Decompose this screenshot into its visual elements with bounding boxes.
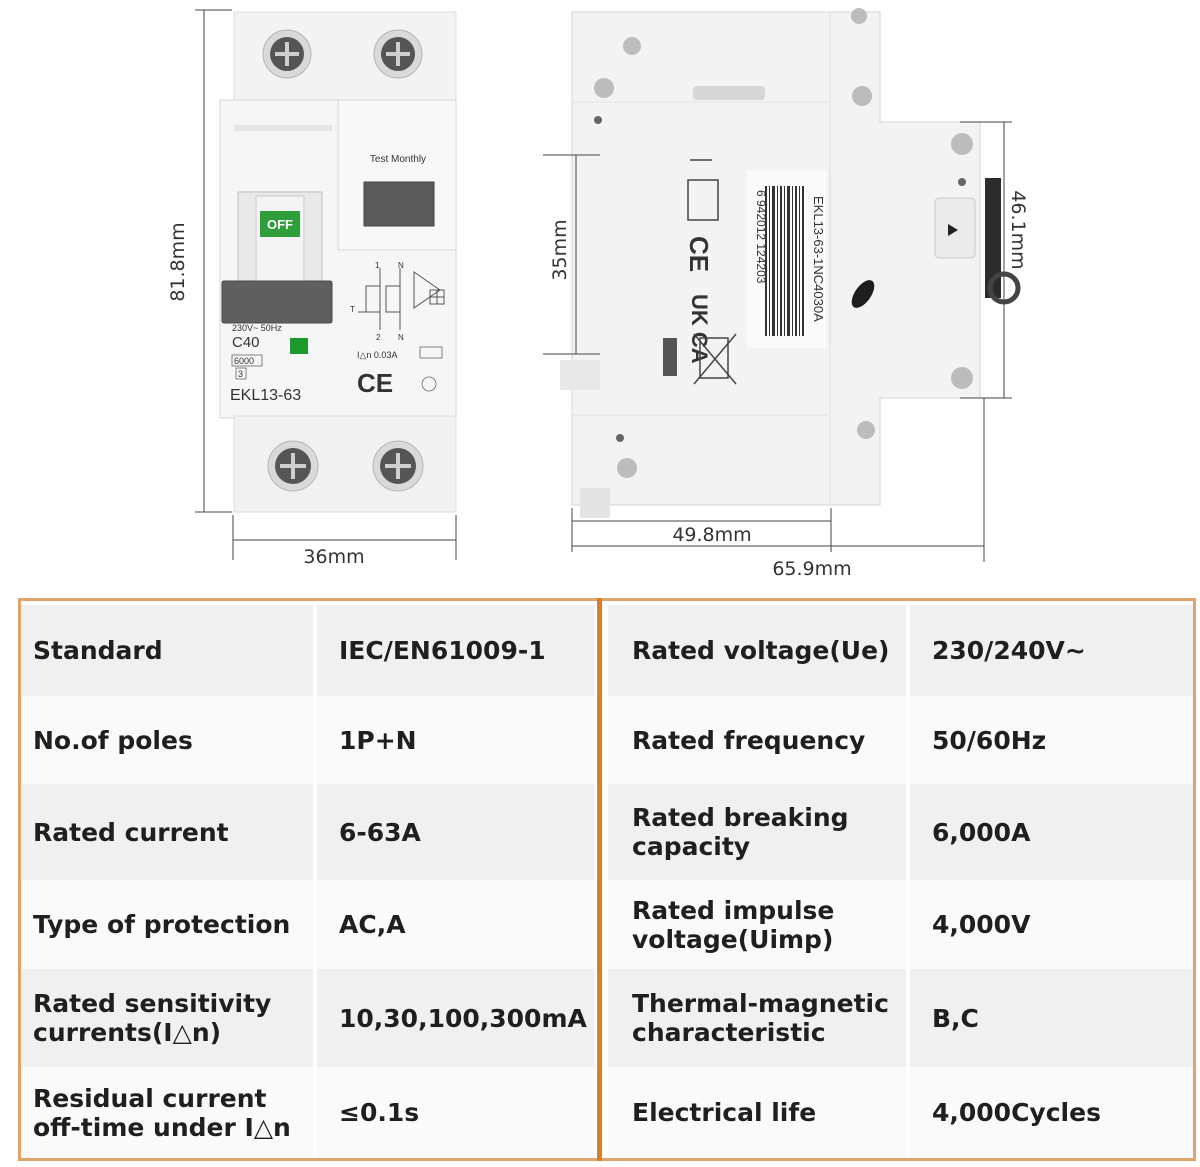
front-width-dimension: 36mm — [232, 515, 457, 568]
spec-value: ≤0.1s — [317, 1067, 595, 1158]
terminal-bottom-n: N — [398, 333, 404, 342]
terminal-bottom-2: 2 — [376, 333, 381, 342]
spec-value: 4,000Cycles — [910, 1067, 1193, 1158]
spec-label: Residual current off-time under I△n — [21, 1067, 313, 1158]
spec-value: 10,30,100,300mA — [317, 969, 595, 1067]
front-height-label: 81.8mm — [167, 222, 189, 301]
test-symbol: T — [350, 305, 355, 314]
table-row: Residual current off-time under I△n ≤0.1… — [21, 1067, 1193, 1158]
terminal-top-1: 1 — [375, 261, 380, 270]
spec-table-divider — [597, 598, 602, 1161]
spec-label: Electrical life — [608, 1067, 906, 1158]
curve-rating: C40 — [232, 334, 260, 351]
table-row: Type of protection AC,A Rated impulse vo… — [21, 880, 1193, 969]
spec-label: No.of poles — [21, 696, 313, 784]
barcode — [765, 186, 804, 336]
switch-lever — [255, 195, 305, 283]
spec-label: Rated current — [21, 784, 313, 880]
breaker-symbol-icon — [687, 159, 719, 221]
spec-value: 6-63A — [317, 784, 595, 880]
table-row: No.of poles 1P+N Rated frequency 50/60Hz — [21, 696, 1193, 784]
class-box — [235, 367, 247, 380]
breaking-capacity-print: 6000 — [234, 356, 254, 366]
switch-handle — [221, 280, 333, 324]
spec-label: Rated impulse voltage(Uimp) — [608, 880, 906, 969]
class-print: 3 — [238, 369, 243, 379]
spec-label: Rated breaking capacity — [608, 784, 906, 880]
wiring-schematic — [358, 268, 445, 330]
spec-value: 1P+N — [317, 696, 595, 784]
spec-value: 50/60Hz — [910, 696, 1193, 784]
arrow-icon — [948, 224, 958, 236]
side-total-width-label: 65.9mm — [772, 558, 851, 580]
spec-label: Thermal-magnetic characteristic — [608, 969, 906, 1067]
spec-value: AC,A — [317, 880, 595, 969]
certification-icon — [421, 376, 437, 392]
side-depth-dimension: 35mm — [543, 154, 600, 355]
table-row: Rated current 6-63A Rated breaking capac… — [21, 784, 1193, 880]
side-inner-width-label: 49.8mm — [672, 524, 751, 546]
spec-value: 230/240V~ — [910, 605, 1193, 696]
side-label: 6 942012 124203 EKL13-63-1NC4030A — [747, 170, 827, 348]
breaking-box — [231, 354, 263, 367]
terminal-top-n: N — [398, 261, 404, 270]
spec-label: Rated frequency — [608, 696, 906, 784]
side-marker — [663, 338, 677, 376]
barcode-number: 6 942012 124203 — [754, 190, 768, 284]
switch-state-badge — [260, 211, 300, 237]
side-inner-width-dimension: 49.8mm — [571, 508, 832, 552]
table-row: Standard IEC/EN61009-1 Rated voltage(Ue)… — [21, 605, 1193, 696]
spec-table: Standard IEC/EN61009-1 Rated voltage(Ue)… — [21, 601, 1193, 1158]
spec-value: B,C — [910, 969, 1193, 1067]
side-lock-slot — [851, 280, 875, 308]
screw-icon — [262, 29, 312, 79]
part-number: EKL13-63-1NC4030A — [811, 196, 826, 322]
spec-value: 4,000V — [910, 880, 1193, 969]
voltage-print: 230V~ 50Hz — [232, 323, 282, 333]
indicator-window — [290, 338, 308, 354]
lever-edge — [985, 178, 1001, 298]
side-view: 6 942012 124203 EKL13-63-1NC4030A CE UK … — [543, 8, 1029, 580]
side-height-label: 46.1mm — [1007, 190, 1029, 269]
lever-housing — [934, 197, 976, 259]
test-monthly-label: Test Monthly — [370, 154, 426, 165]
din-clip — [560, 360, 600, 390]
side-total-width-dimension: 65.9mm — [572, 398, 985, 580]
side-depth-label: 35mm — [549, 219, 571, 280]
switch-state-label: OFF — [267, 217, 293, 232]
spec-label: Rated voltage(Ue) — [608, 605, 906, 696]
screw-icon — [267, 440, 319, 492]
test-button — [363, 181, 435, 227]
waveform-icon — [419, 346, 443, 359]
front-ledge — [234, 125, 332, 131]
front-view: 81.8mm 36mm Test Monthly — [167, 9, 457, 568]
table-row: Rated sensitivity currents(I△n) 10,30,10… — [21, 969, 1193, 1067]
ce-mark: CE — [357, 368, 393, 398]
side-height-dimension: 46.1mm — [960, 121, 1029, 399]
sensitivity-print: I△n 0.03A — [357, 350, 397, 360]
spec-value: IEC/EN61009-1 — [317, 605, 595, 696]
din-clip — [580, 488, 610, 518]
side-slot — [693, 86, 765, 100]
spec-label: Rated sensitivity currents(I△n) — [21, 969, 313, 1067]
screw-icon — [372, 440, 424, 492]
front-height-dimension: 81.8mm — [167, 9, 232, 513]
model-label: EKL13-63 — [230, 387, 301, 404]
spec-label: Standard — [21, 605, 313, 696]
side-ce-mark: CE — [684, 236, 714, 272]
screw-icon — [373, 29, 423, 79]
side-holes — [594, 8, 973, 478]
spec-label: Type of protection — [21, 880, 313, 969]
spec-value: 6,000A — [910, 784, 1193, 880]
test-panel — [337, 99, 457, 251]
weee-bin-icon — [693, 333, 737, 385]
front-width-label: 36mm — [303, 546, 364, 568]
